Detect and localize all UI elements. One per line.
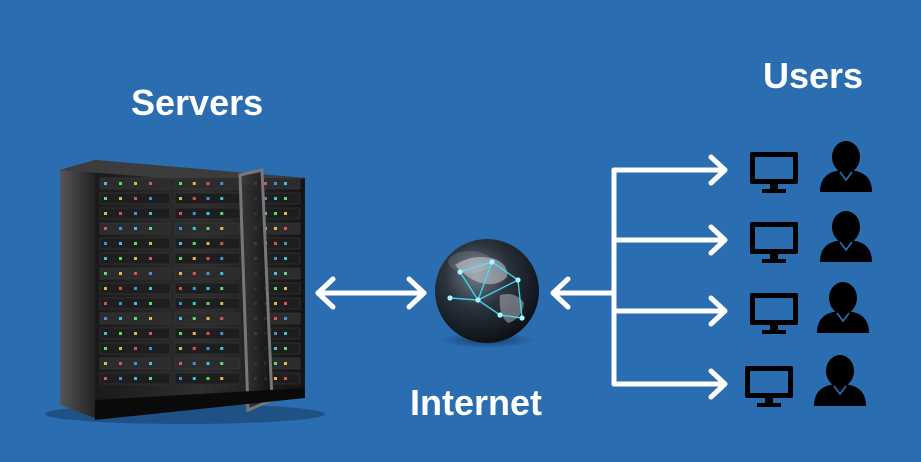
monitor-icon [750,152,798,193]
user-icon [814,355,866,406]
user-row [750,141,872,193]
users-tree-arrows [550,154,728,400]
branch-arrowhead [708,224,728,256]
servers-label: Servers [131,82,264,123]
server-internet-arrow [315,276,427,310]
monitor-icon [745,366,793,407]
user-icon [820,211,872,262]
branch-arrowhead [708,154,728,186]
monitor-icon [750,222,798,263]
user-row [745,355,866,407]
branch-arrowhead [708,368,728,400]
user-row [750,282,869,334]
globe-icon [435,239,539,348]
internet-label: Internet [410,382,543,423]
users-label: Users [763,55,864,96]
user-row [750,211,872,263]
user-icon [820,141,872,192]
user-list [745,141,872,407]
user-icon [817,282,869,333]
monitor-icon [750,293,798,334]
branch-arrowhead [708,295,728,327]
server-rack-icon [45,160,325,424]
